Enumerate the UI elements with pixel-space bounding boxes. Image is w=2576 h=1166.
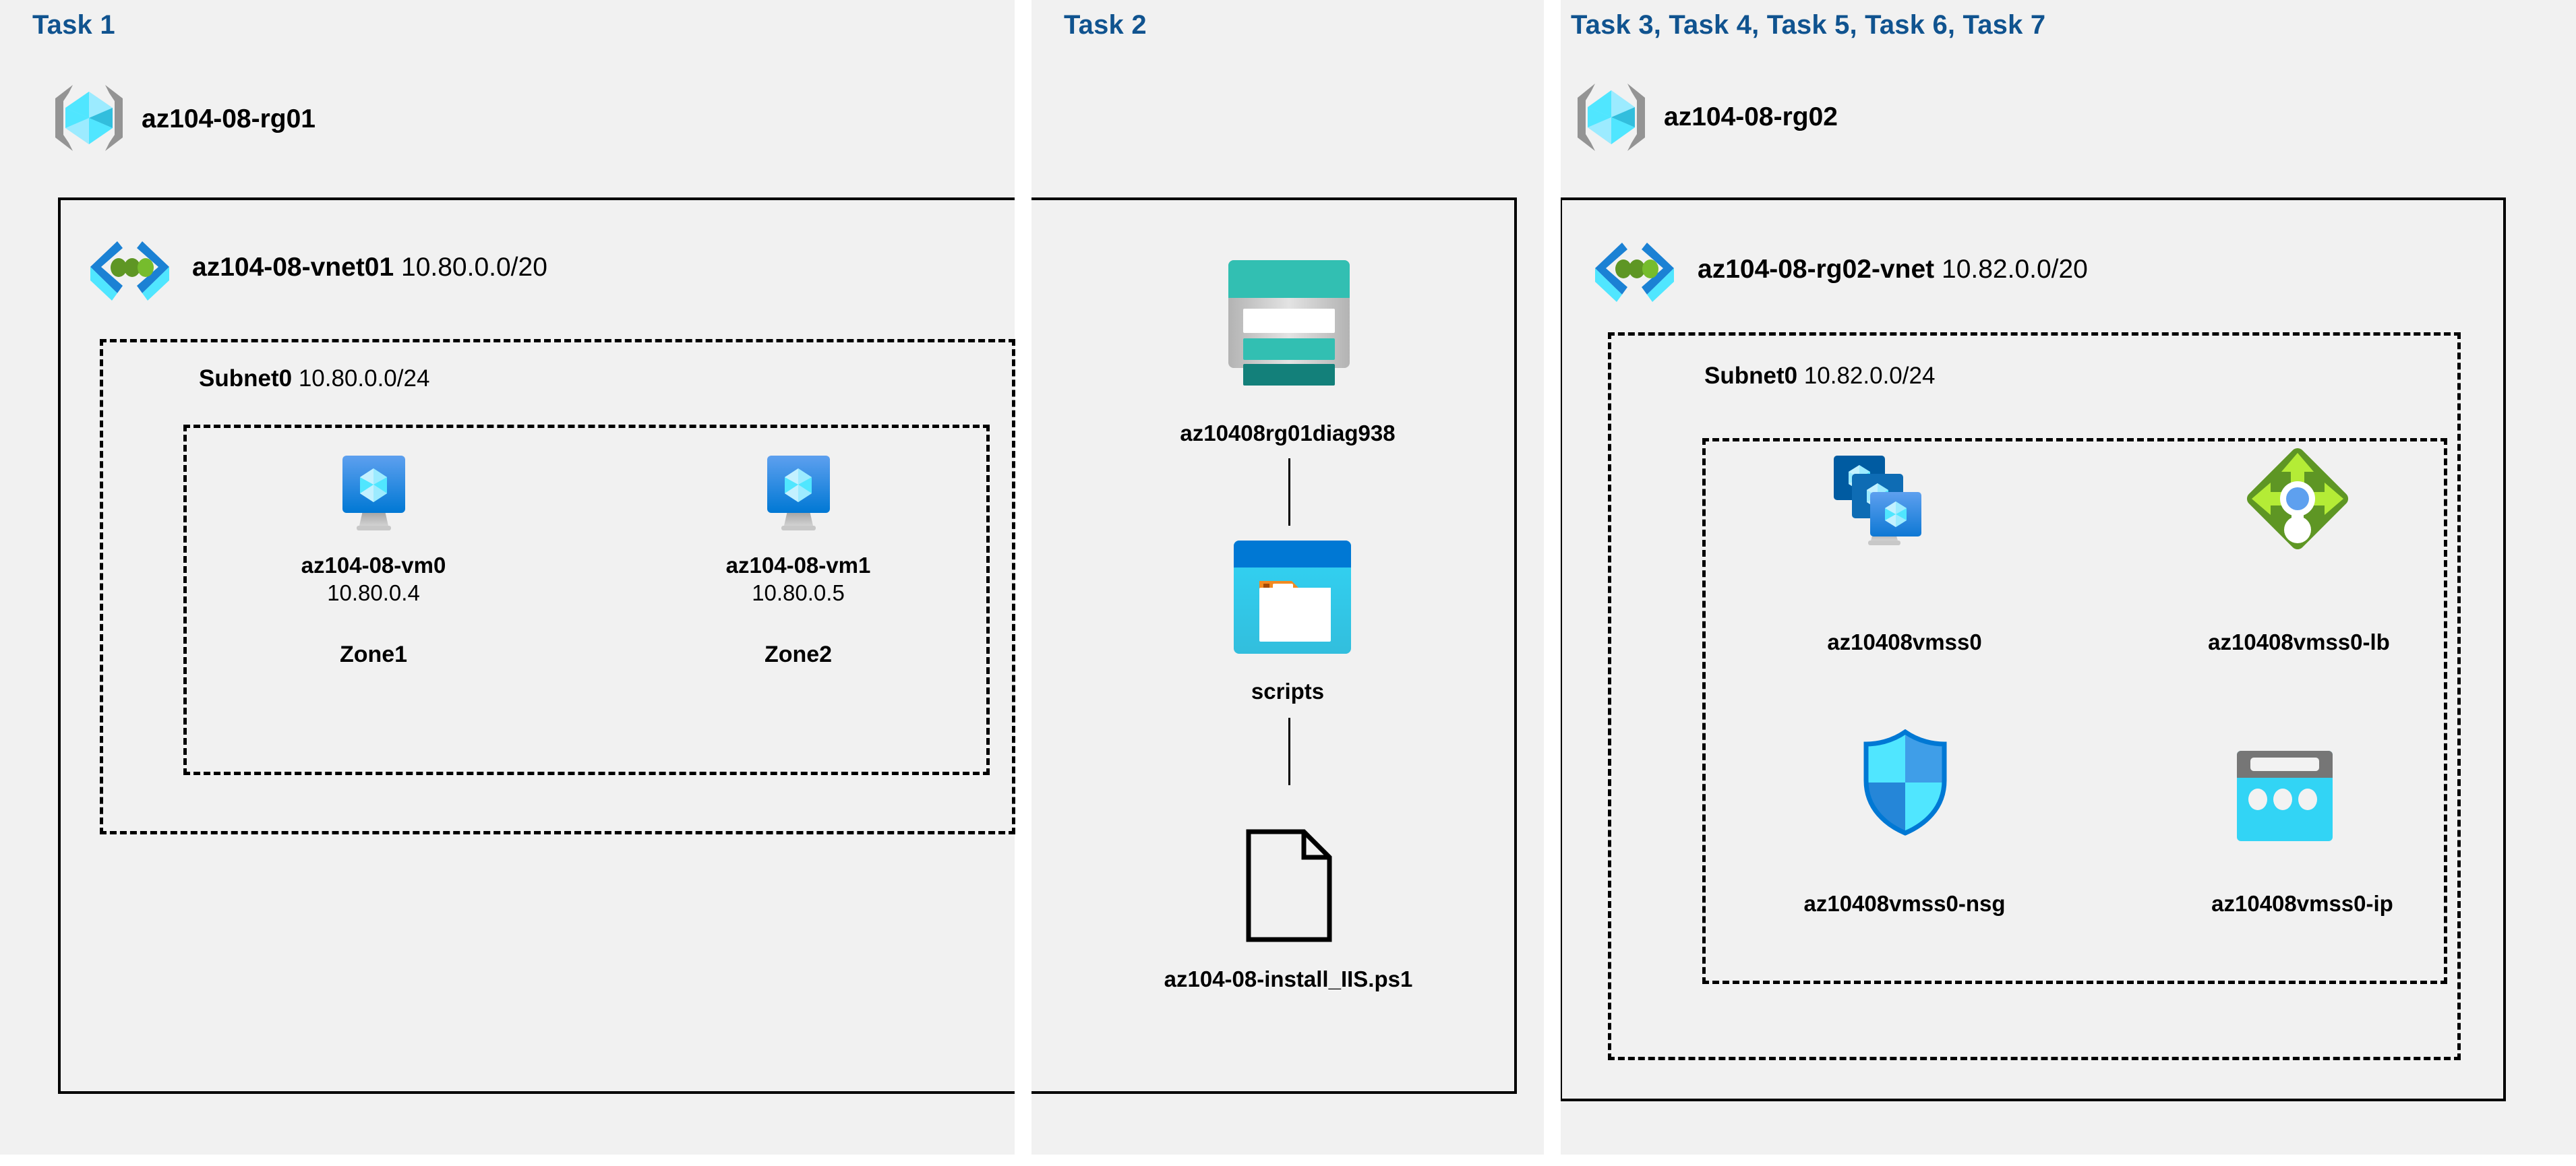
virtual-network-icon bbox=[88, 236, 172, 303]
zone-label-0: Zone1 bbox=[339, 642, 408, 667]
vmss-label: az10408vmss0 bbox=[1827, 630, 1982, 654]
zone-container-left bbox=[183, 425, 990, 775]
resource-container-right bbox=[1702, 438, 2447, 984]
subnet-label-right: Subnet0 10.82.0.0/24 bbox=[1704, 363, 1936, 389]
connector-storage-to-container bbox=[1288, 458, 1290, 526]
virtual-network-icon bbox=[1592, 237, 1677, 305]
load-balancer-icon bbox=[2234, 445, 2356, 554]
panel-divider-1 bbox=[1015, 0, 1031, 1166]
public-ip-address-icon bbox=[2236, 749, 2334, 844]
subnet-label-left: Subnet0 10.80.0.0/24 bbox=[199, 365, 430, 392]
task-label-3: Task 3, Task 4, Task 5, Task 6, Task 7 bbox=[1571, 10, 2046, 40]
storage-account-label: az10408rg01diag938 bbox=[1180, 421, 1396, 446]
vnet-name-left: az104-08-vnet01 10.80.0.0/20 bbox=[192, 253, 547, 282]
vnet-container-left bbox=[58, 197, 1517, 1094]
subnet-container-right bbox=[1608, 332, 2461, 1060]
task-label-2: Task 2 bbox=[1064, 10, 1147, 40]
subnet-container-left bbox=[100, 339, 1015, 834]
vnet-name-right: az104-08-rg02-vnet 10.82.0.0/20 bbox=[1698, 255, 2088, 284]
nsg-label: az10408vmss0-nsg bbox=[1803, 891, 2006, 916]
resource-group-icon bbox=[1571, 80, 1652, 155]
panel-task-3 bbox=[1561, 0, 2576, 1155]
file-label: az104-08-install_IIS.ps1 bbox=[1164, 966, 1413, 991]
storage-account-icon-bar bbox=[1243, 364, 1335, 388]
zone-label-1: Zone2 bbox=[764, 642, 833, 667]
public-ip-label: az10408vmss0-ip bbox=[2211, 891, 2393, 916]
virtual-machine-icon bbox=[332, 453, 416, 534]
resource-group-icon bbox=[49, 81, 129, 155]
resource-group-name-left: az104-08-rg01 bbox=[142, 104, 316, 133]
blob-container-icon bbox=[1232, 539, 1354, 655]
network-security-group-icon bbox=[1859, 729, 1951, 836]
panel-divider-2 bbox=[1544, 0, 1561, 1166]
virtual-machine-icon bbox=[756, 453, 841, 534]
file-icon bbox=[1245, 828, 1336, 944]
storage-account-icon bbox=[1224, 257, 1354, 372]
resource-group-name-right: az104-08-rg02 bbox=[1664, 102, 1838, 131]
vm-label-1: az104-08-vm1 10.80.0.5 bbox=[725, 553, 871, 606]
vm-scale-set-icon bbox=[1832, 453, 1951, 551]
panel-task-1 bbox=[0, 0, 1015, 1155]
container-label: scripts bbox=[1251, 679, 1325, 704]
vnet-container-right bbox=[1559, 197, 2506, 1101]
vm-label-0: az104-08-vm0 10.80.0.4 bbox=[301, 553, 446, 606]
connector-container-to-file bbox=[1288, 718, 1290, 785]
load-balancer-label: az10408vmss0-lb bbox=[2208, 630, 2390, 654]
task-label-1: Task 1 bbox=[32, 10, 115, 40]
